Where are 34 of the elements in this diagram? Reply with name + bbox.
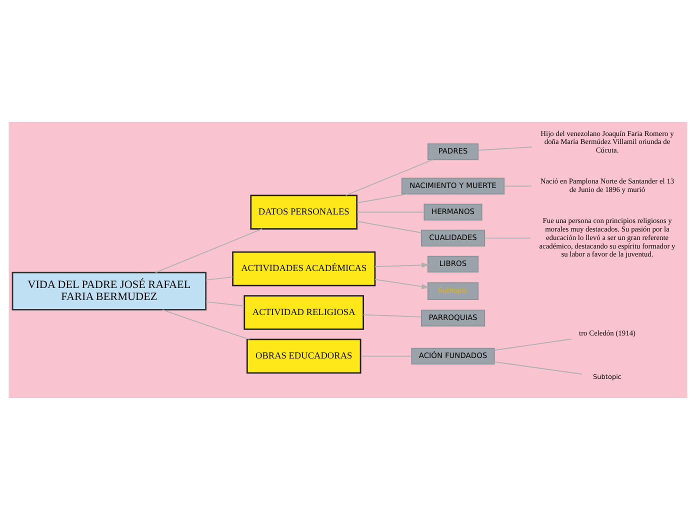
connector	[356, 212, 424, 213]
connector	[155, 228, 263, 273]
connector	[362, 314, 422, 318]
node-box: ACIÓN FUNDADOS	[411, 348, 495, 365]
node-box: OBRAS EDUCADORAS	[246, 338, 362, 374]
node-box: ACTIVIDADES ACADÉMICAS	[232, 251, 376, 286]
connector	[162, 309, 250, 340]
node-box: HERMANOS	[424, 204, 482, 220]
node-box: NACIMIENTO Y MUERTE	[401, 178, 505, 194]
node-text: tro Celedón (1914)	[579, 328, 636, 338]
node-box: PARROQUIAS	[420, 310, 486, 326]
node-text: Fue una persona con principios religiosos y morales muy destacados. Su pasión por la educación lo llevó a ser un gran referente académico, destacando su espíritu formador y su labor a favor de la juventud.	[539, 216, 676, 259]
node-box: VIDA DEL PADRE JOSÉ RAFAEL FARIA BERMUDEZ	[12, 272, 207, 310]
arrow	[374, 262, 430, 268]
node-box: PADRES	[427, 143, 479, 160]
connector	[484, 238, 532, 239]
connector	[356, 194, 408, 204]
connector	[504, 186, 532, 187]
connector	[360, 356, 412, 357]
connector	[478, 146, 533, 151]
node-box: CUALIDADES	[420, 230, 486, 247]
connector	[494, 338, 572, 351]
node-text: Hijo del venezolano Joaquín Faria Romero y doña María Bermúdez Villamil oriunda de Cúcuta.	[540, 128, 674, 155]
node-text: Nació en Pamplona Norte de Santander el 13 de Junio de 1896 y murió	[540, 176, 674, 194]
connector	[205, 276, 234, 280]
arrow	[374, 279, 430, 290]
node-box: Subtopic	[427, 282, 479, 300]
node-box: LIBROS	[427, 256, 479, 273]
connector	[345, 159, 434, 196]
connector	[494, 361, 582, 375]
connector	[356, 220, 422, 234]
connector	[205, 301, 245, 306]
node-box: ACTIVIDAD RELIGIOSA	[244, 295, 364, 330]
node-box: DATOS PERSONALES	[250, 194, 358, 230]
